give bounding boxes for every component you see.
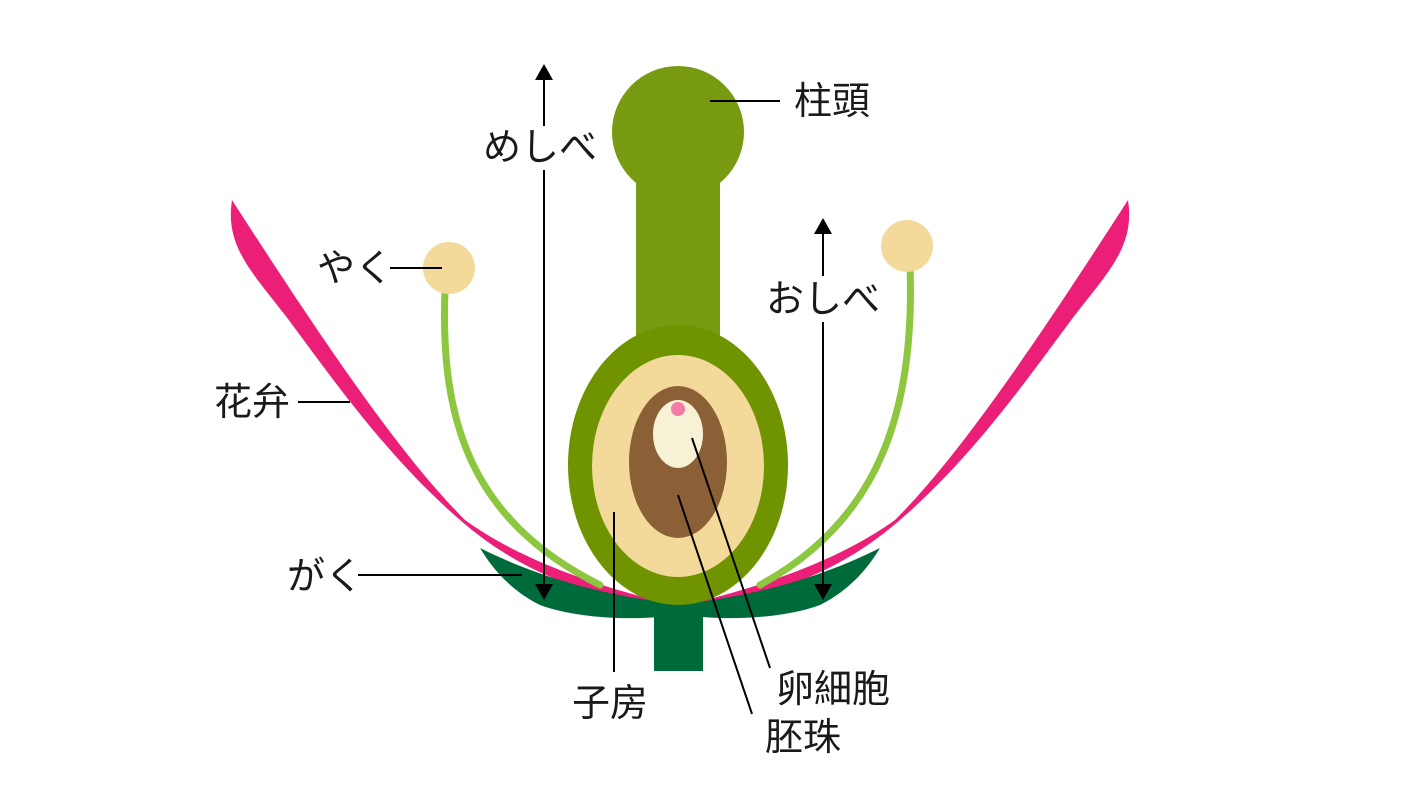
label-sepal: がく [287, 554, 363, 598]
egg-cell [653, 400, 703, 468]
sepal-right [670, 548, 880, 619]
stamen-arrow-head-up [814, 218, 832, 234]
stamen-arrow-head-down [814, 584, 832, 600]
label-pistil: めしべ [483, 125, 597, 169]
nucleus [671, 402, 685, 416]
sepal-left [480, 548, 690, 619]
filament-right [756, 261, 914, 589]
label-egg-cell: 卵細胞 [776, 667, 890, 711]
label-ovary: 子房 [572, 681, 648, 725]
anther-left [423, 242, 475, 294]
filament-left [441, 286, 604, 589]
label-stigma: 柱頭 [794, 79, 870, 123]
anther-right [881, 220, 933, 272]
label-anther: やく [317, 246, 393, 290]
label-petal: 花弁 [214, 380, 290, 424]
leader-egg-cell [691, 437, 771, 669]
pistil-arrow-head-down [535, 584, 553, 600]
leader-ovule [677, 494, 753, 715]
pistil-arrow-head-up [535, 64, 553, 80]
label-stamen: おしべ [766, 277, 880, 321]
label-ovule: 胚珠 [765, 715, 841, 759]
